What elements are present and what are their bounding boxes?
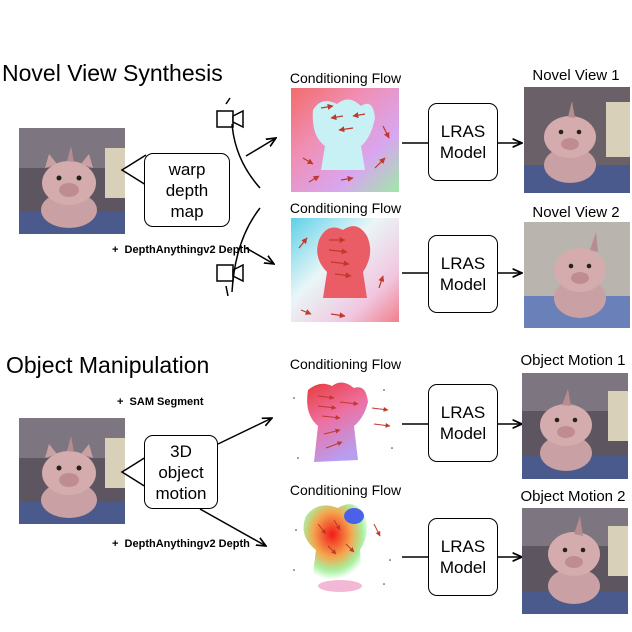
op-line-2: depth: [165, 180, 209, 200]
3d-object-motion-node: 3D object motion: [144, 435, 218, 509]
section-title-object-manipulation: Object Manipulation: [6, 352, 210, 378]
plush-image-icon: [522, 508, 628, 614]
output-label-novel-2: Novel View 2: [532, 204, 620, 221]
depth-note-text: DepthAnythingv2 Depth: [124, 244, 250, 256]
model-line-2: Model: [439, 143, 487, 162]
lras-model-node: LRAS Model: [428, 103, 498, 181]
conditioning-flow-object-1: [288, 378, 400, 474]
lras-model-node: LRAS Model: [428, 384, 498, 462]
bubble-pointer: [120, 456, 147, 488]
flow-label-novel-1: Conditioning Flow: [289, 70, 402, 86]
plush-image-icon: [19, 128, 125, 234]
flow-label-object-2: Conditioning Flow: [289, 482, 402, 498]
op-line-2: object: [158, 462, 204, 482]
output-image-novel-1: [524, 87, 630, 193]
sam-note-text: SAM Segment: [129, 396, 204, 408]
conditioning-flow-novel-2: [291, 218, 399, 322]
depth-note-text: DepthAnythingv2 Depth: [124, 538, 250, 550]
model-line-2: Model: [439, 558, 487, 577]
model-line-1: LRAS: [440, 122, 486, 141]
lras-model-node: LRAS Model: [428, 235, 498, 313]
output-image-object-1: [522, 373, 628, 479]
model-line-1: LRAS: [440, 403, 486, 422]
output-label-object-2: Object Motion 2: [520, 488, 626, 505]
output-label-object-1: Object Motion 1: [520, 352, 626, 369]
op-line-3: motion: [155, 483, 207, 503]
output-image-object-2: [522, 508, 628, 614]
conditioning-flow-object-2: [288, 500, 400, 596]
flow-label-object-1: Conditioning Flow: [289, 356, 402, 372]
op-line-1: 3D: [170, 441, 192, 461]
sam-note: + SAM Segment: [117, 396, 204, 408]
conditioning-flow-novel-1: [291, 88, 399, 192]
op-line-3: map: [170, 201, 204, 221]
plush-image-icon: [524, 87, 630, 193]
depth-note-object: + DepthAnythingv2 Depth: [112, 538, 275, 551]
warp-depth-map-node: warp depth map: [144, 153, 230, 227]
plush-image-icon: [522, 373, 628, 479]
input-image-novel-view: [19, 128, 125, 234]
model-line-2: Model: [439, 275, 487, 294]
camera-icon: [216, 109, 244, 129]
bubble-pointer: [120, 154, 147, 186]
model-line-2: Model: [439, 424, 487, 443]
plush-image-icon: [524, 222, 630, 328]
output-label-novel-1: Novel View 1: [532, 67, 620, 84]
model-line-1: LRAS: [440, 254, 486, 273]
section-title-novel-view: Novel View Synthesis: [2, 60, 223, 86]
plush-image-icon: [19, 418, 125, 524]
depth-note-novel-view: + DepthAnythingv2 Depth: [112, 244, 275, 257]
output-image-novel-2: [524, 222, 630, 328]
camera-icon: [216, 263, 244, 283]
lras-model-node: LRAS Model: [428, 518, 498, 596]
flow-label-novel-2: Conditioning Flow: [289, 200, 402, 216]
model-line-1: LRAS: [440, 537, 486, 556]
op-line-1: warp: [168, 159, 206, 179]
input-image-object: [19, 418, 125, 524]
